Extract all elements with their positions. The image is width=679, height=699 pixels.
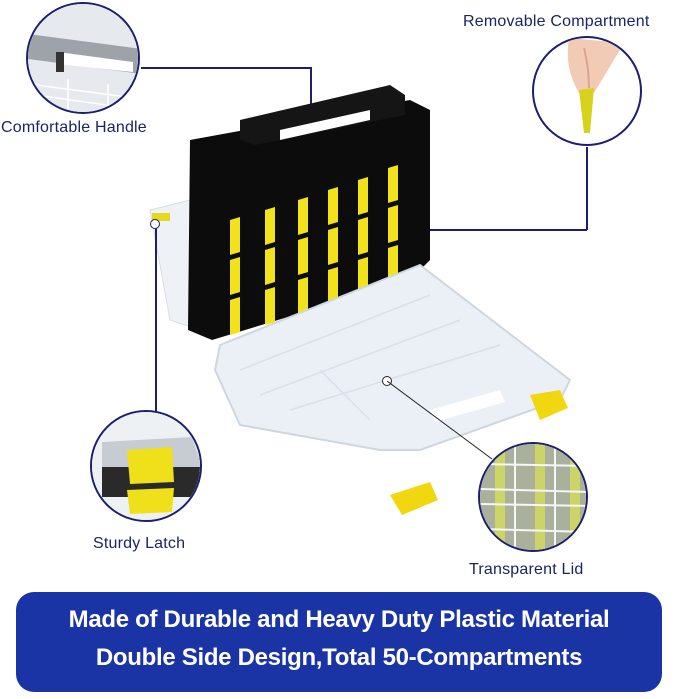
compartment-label: Removable Compartment (463, 13, 650, 30)
handle-connector-h (141, 67, 311, 69)
latch-label: Sturdy Latch (93, 535, 186, 552)
compartment-connector-v (586, 147, 588, 230)
handle-closeup-circle (26, 2, 140, 114)
handle-label: Comfortable Handle (1, 119, 147, 136)
latch-closeup-icon (92, 412, 200, 520)
lid-closeup-circle (478, 442, 588, 552)
latch-marker (150, 219, 160, 229)
banner-line-1: Made of Durable and Heavy Duty Plastic M… (68, 606, 610, 633)
latch-closeup-circle (90, 410, 202, 522)
compartment-closeup-circle (532, 36, 642, 146)
handle-closeup-icon (28, 4, 138, 112)
lid-connector (387, 381, 493, 460)
lid-label: Transparent Lid (469, 561, 584, 578)
banner-line-2: Double Side Design,Total 50-Compartments (95, 644, 583, 671)
lid-grid-closeup-icon (480, 444, 586, 550)
compartment-connector-h (370, 229, 587, 231)
handle-connector-v (310, 67, 312, 119)
organizer-case-illustration (149, 85, 572, 515)
hand-holding-divider-icon (567, 38, 624, 133)
latch-connector-v (155, 225, 157, 411)
feature-banner: Made of Durable and Heavy Duty Plastic M… (16, 592, 662, 692)
